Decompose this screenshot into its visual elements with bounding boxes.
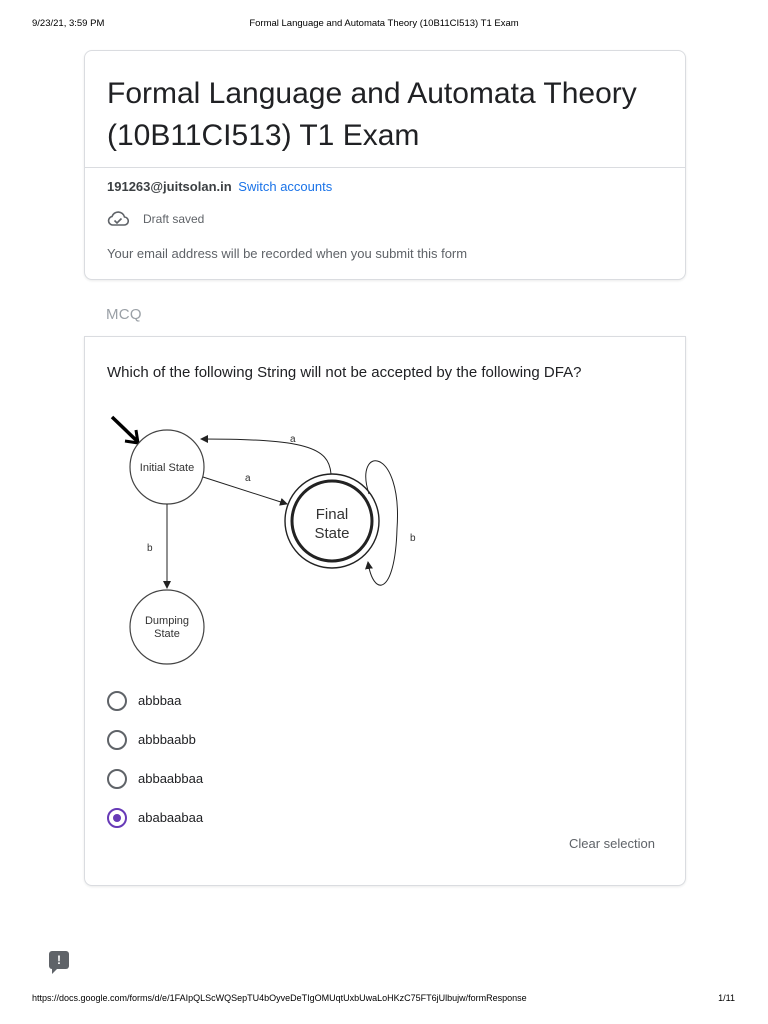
account-email: 191263@juitsolan.in — [107, 179, 232, 194]
print-url: https://docs.google.com/forms/d/e/1FAIpQ… — [32, 993, 527, 1003]
edge-final-to-initial-label: a — [290, 434, 296, 445]
edge-initial-to-final-label: a — [245, 473, 251, 484]
answer-options: abbbaa abbbaabb abbaabbaa ababaabaa — [107, 681, 203, 837]
final-state — [290, 479, 374, 563]
radio-button[interactable] — [107, 690, 127, 711]
edge-final-self-loop — [365, 460, 398, 586]
option-row[interactable]: abbbaa — [107, 681, 203, 720]
section-title: MCQ — [106, 306, 142, 323]
option-label: abbbaa — [138, 693, 182, 708]
option-label: abbaabbaa — [138, 771, 204, 786]
question-card: Which of the following String will not b… — [84, 336, 686, 886]
option-row[interactable]: ababaabaa — [107, 798, 203, 837]
option-label: ababaabaa — [138, 810, 204, 825]
form-header-card: Formal Language and Automata Theory (10B… — [84, 50, 686, 280]
start-arrow — [110, 415, 139, 443]
edge-initial-to-final — [202, 476, 288, 506]
header-divider — [85, 167, 685, 168]
dfa-diagram: Initial State Final State Dumping State … — [110, 415, 416, 665]
form-title: Formal Language and Automata Theory (10B… — [107, 73, 667, 157]
edge-initial-to-dumping-label: b — [147, 543, 153, 554]
cloud-done-icon — [107, 211, 129, 226]
print-datetime: 9/23/21, 3:59 PM — [32, 18, 105, 29]
dumping-state-label-line1: Dumping — [145, 615, 189, 627]
radio-button[interactable] — [107, 729, 127, 750]
print-page-title: Formal Language and Automata Theory (10B… — [249, 18, 519, 29]
option-label: abbbaabb — [138, 732, 196, 747]
print-page-number: 1/11 — [718, 993, 735, 1003]
final-state-label-line2: State — [314, 525, 349, 542]
clear-selection-button[interactable]: Clear selection — [569, 836, 655, 851]
final-state-label-line1: Final — [316, 506, 349, 523]
dumping-state — [129, 589, 205, 665]
email-record-note: Your email address will be recorded when… — [107, 246, 468, 261]
feedback-icon[interactable]: ! — [49, 951, 69, 974]
form-title-line1: Formal Language and Automata Theory — [107, 77, 637, 110]
question-text: Which of the following String will not b… — [107, 364, 582, 381]
edge-final-self-loop-label: b — [410, 533, 416, 544]
radio-button-selected[interactable] — [107, 807, 127, 828]
edge-final-to-initial — [200, 435, 332, 475]
initial-state-label: Initial State — [140, 462, 194, 474]
draft-status-text: Draft saved — [143, 212, 205, 226]
option-row[interactable]: abbaabbaa — [107, 759, 203, 798]
draft-status: Draft saved — [107, 211, 204, 227]
form-title-line2: (10B11CI513) T1 Exam — [107, 119, 420, 152]
option-row[interactable]: abbbaabb — [107, 720, 203, 759]
account-row: 191263@juitsolan.in Switch accounts — [107, 179, 332, 194]
radio-button[interactable] — [107, 768, 127, 789]
start-arrow-head — [124, 429, 140, 445]
switch-accounts-link[interactable]: Switch accounts — [238, 179, 333, 194]
dumping-state-label-line2: State — [154, 628, 180, 640]
